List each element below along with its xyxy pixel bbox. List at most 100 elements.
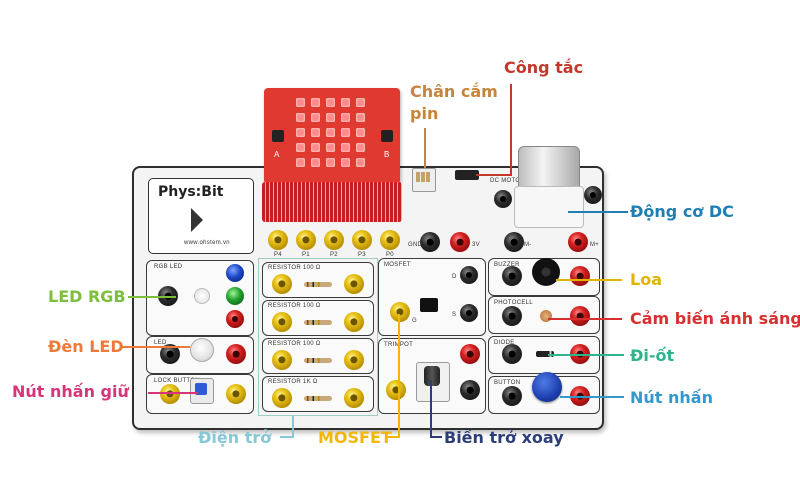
website-text: www.ohstem.vn	[184, 240, 230, 246]
pin-port-p1[interactable]	[296, 230, 316, 250]
rgb-led-bulb	[194, 288, 210, 304]
rgb-led-blue-port[interactable]	[226, 264, 244, 282]
motor-side-port[interactable]	[494, 190, 512, 208]
callout-dong-co-dc: Động cơ DC	[630, 202, 734, 221]
trimpot-port-left[interactable]	[386, 380, 406, 400]
rgb-led-green-port[interactable]	[226, 287, 244, 305]
trimpot-port-bottom[interactable]	[460, 380, 480, 400]
resistor-label-2: RESISTOR 100 Ω	[268, 303, 321, 309]
power-port[interactable]	[450, 232, 470, 252]
battery-header-pin	[426, 172, 430, 182]
motor-plus-port[interactable]	[568, 232, 588, 252]
photocell-gnd-port[interactable]	[502, 306, 522, 326]
pin-label-p2: P2	[330, 252, 338, 258]
callout-mosfet: MOSFET	[318, 428, 392, 447]
resistor-4-port-left[interactable]	[272, 388, 292, 408]
resistor-3-port-left[interactable]	[272, 350, 292, 370]
callout-cong-tac: Công tắc	[504, 58, 584, 77]
line-cong-tac-h	[476, 174, 512, 176]
line-bien-tro-v	[430, 380, 432, 438]
rgb-led-red-port[interactable]	[226, 310, 244, 328]
line-cam-bien	[548, 318, 622, 320]
led-signal-port[interactable]	[226, 344, 246, 364]
resistor-label-4: RESISTOR 1K Ω	[268, 379, 318, 385]
pin-port-p4[interactable]	[268, 230, 288, 250]
callout-led-rgb: LED RGB	[48, 287, 126, 306]
callout-bien-tro-xoay: Biến trở xoay	[444, 428, 564, 447]
led-gnd-port[interactable]	[160, 344, 180, 364]
resistor-3	[304, 358, 332, 363]
callout-dien-tro: Điện trở	[198, 428, 272, 447]
battery-header-pin	[416, 172, 420, 182]
mosfet-drain-port[interactable]	[460, 266, 478, 284]
buzzer	[532, 258, 560, 286]
motor-minus-port[interactable]	[504, 232, 524, 252]
line-mosfet-h	[388, 436, 400, 438]
resistor-1-port-left[interactable]	[272, 274, 292, 294]
line-chan-cam-pin	[424, 128, 426, 168]
resistor-group-box	[258, 258, 378, 416]
resistor-label-1: RESISTOR 100 Ω	[268, 265, 321, 271]
buzzer-label: BUZZER	[494, 262, 520, 268]
resistor-3-port-right[interactable]	[344, 350, 364, 370]
diode-port-left[interactable]	[502, 344, 522, 364]
mosfet-s-label: S	[452, 312, 457, 318]
callout-nut-nhan-giu: Nút nhấn giữ	[12, 382, 129, 401]
pin-port-p3[interactable]	[352, 230, 372, 250]
line-den-led	[120, 346, 190, 348]
line-loa	[556, 279, 622, 281]
resistor-4-port-right[interactable]	[344, 388, 364, 408]
led-bulb	[190, 338, 214, 362]
led-matrix	[296, 98, 368, 170]
callout-cam-bien-anh-sang: Cảm biến ánh sáng	[630, 309, 800, 328]
buzzer-signal-port[interactable]	[570, 266, 590, 286]
resistor-2-port-left[interactable]	[272, 312, 292, 332]
resistor-2-port-right[interactable]	[344, 312, 364, 332]
line-dien-tro-v	[292, 416, 294, 438]
line-dien-tro-h	[280, 436, 294, 438]
line-mosfet-v	[398, 314, 400, 438]
battery-header-pin	[421, 172, 425, 182]
callout-nut-nhan: Nút nhấn	[630, 388, 713, 407]
diode	[536, 351, 554, 357]
resistor-4	[304, 396, 332, 401]
photocell-label: PHOTOCELL	[494, 300, 533, 306]
mosfet-d-label: D	[452, 274, 457, 280]
buzzer-gnd-port[interactable]	[502, 266, 522, 286]
rgb-led-label: RGB LED	[154, 264, 183, 270]
motor-side-port[interactable]	[584, 186, 602, 204]
line-bien-tro-h	[430, 436, 442, 438]
resistor-1-port-right[interactable]	[344, 274, 364, 294]
line-nut-nhan	[560, 396, 624, 398]
mosfet-label: MOSFET	[384, 262, 411, 268]
push-button[interactable]	[532, 372, 562, 402]
trimpot-knob[interactable]	[424, 366, 440, 386]
button-gnd-port[interactable]	[502, 386, 522, 406]
pin-label-p4: P4	[274, 252, 282, 258]
pin-port-p2[interactable]	[324, 230, 344, 250]
callout-di-ot: Đi-ốt	[630, 346, 675, 365]
lock-button-port-right[interactable]	[226, 384, 246, 404]
gnd-label: GND	[408, 242, 423, 248]
line-cong-tac	[510, 84, 512, 176]
motor-plus-label: M+	[590, 242, 600, 248]
power-switch[interactable]	[455, 170, 479, 180]
microbit-connector	[262, 182, 402, 222]
mosfet-g-label: G	[412, 318, 417, 324]
mosfet-chip	[420, 298, 438, 312]
pin-label-p1: P1	[302, 252, 310, 258]
lock-button-port-left[interactable]	[160, 384, 180, 404]
photocell-signal-port[interactable]	[570, 306, 590, 326]
mosfet-gate-port[interactable]	[390, 302, 410, 322]
microbit-button-a[interactable]	[272, 130, 284, 142]
trimpot-port-top[interactable]	[460, 344, 480, 364]
mosfet-source-port[interactable]	[460, 304, 478, 322]
microbit-button-b[interactable]	[381, 130, 393, 142]
resistor-label-3: RESISTOR 100 Ω	[268, 341, 321, 347]
lock-button-cap[interactable]	[195, 383, 207, 395]
dc-motor-mount	[514, 186, 584, 228]
line-nut-nhan-giu	[148, 392, 198, 394]
pin-port-p0[interactable]	[380, 230, 400, 250]
dc-motor-label: DC MOTOR	[490, 178, 525, 184]
gnd-port[interactable]	[420, 232, 440, 252]
